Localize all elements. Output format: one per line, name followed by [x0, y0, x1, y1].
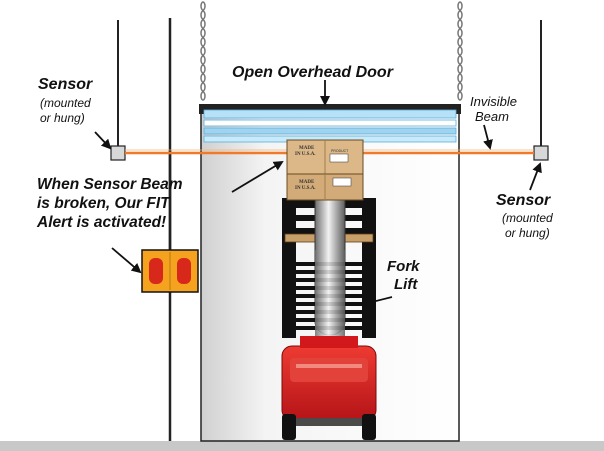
alert-light: [141, 249, 199, 293]
left-sensor-title: Sensor: [38, 76, 93, 93]
box-bottom-origin: IN U.S.A.: [295, 186, 316, 191]
forklift-label-line2: Lift: [394, 276, 418, 293]
left-sensor-note-line1: (mounted: [40, 96, 91, 110]
right-sensor: [533, 145, 549, 161]
box-top-product-tag: PRODUCT: [331, 149, 349, 153]
left-sensor: [110, 145, 126, 161]
left-door-chain: [200, 1, 206, 101]
beam-label-arrow: [483, 124, 493, 150]
alert-text-line3: Alert is activated!: [37, 214, 167, 231]
forklift: [281, 184, 377, 440]
box-top-made: MADE: [299, 146, 315, 151]
box-top-origin: IN U.S.A.: [295, 152, 316, 157]
alert-text-line2: is broken, Our FIT: [37, 195, 170, 212]
beam-label-line1: Invisible: [470, 94, 517, 109]
right-door-chain: [457, 1, 463, 101]
right-sensor-note-line2: or hung): [505, 226, 550, 240]
left-sensor-note-line2: or hung): [40, 111, 85, 125]
left-sensor-arrow: [94, 131, 112, 150]
door-label: Open Overhead Door: [232, 64, 393, 81]
right-sensor-note-line1: (mounted: [502, 211, 553, 225]
box-bottom-made: MADE: [299, 180, 315, 185]
beam-label-line2: Beam: [475, 109, 509, 124]
forklift-arrow: [362, 296, 393, 307]
overhead-door: [199, 104, 461, 143]
forklift-label-line1: Fork: [387, 258, 420, 275]
alert-text-line1: When Sensor Beam: [37, 176, 183, 193]
right-sensor-title: Sensor: [496, 192, 551, 209]
floor: [0, 441, 604, 451]
beam-broken-arrow: [231, 160, 284, 193]
alert-light-arrow: [111, 247, 142, 274]
right-sensor-arrow: [529, 162, 542, 191]
cargo-boxes: [286, 139, 364, 201]
